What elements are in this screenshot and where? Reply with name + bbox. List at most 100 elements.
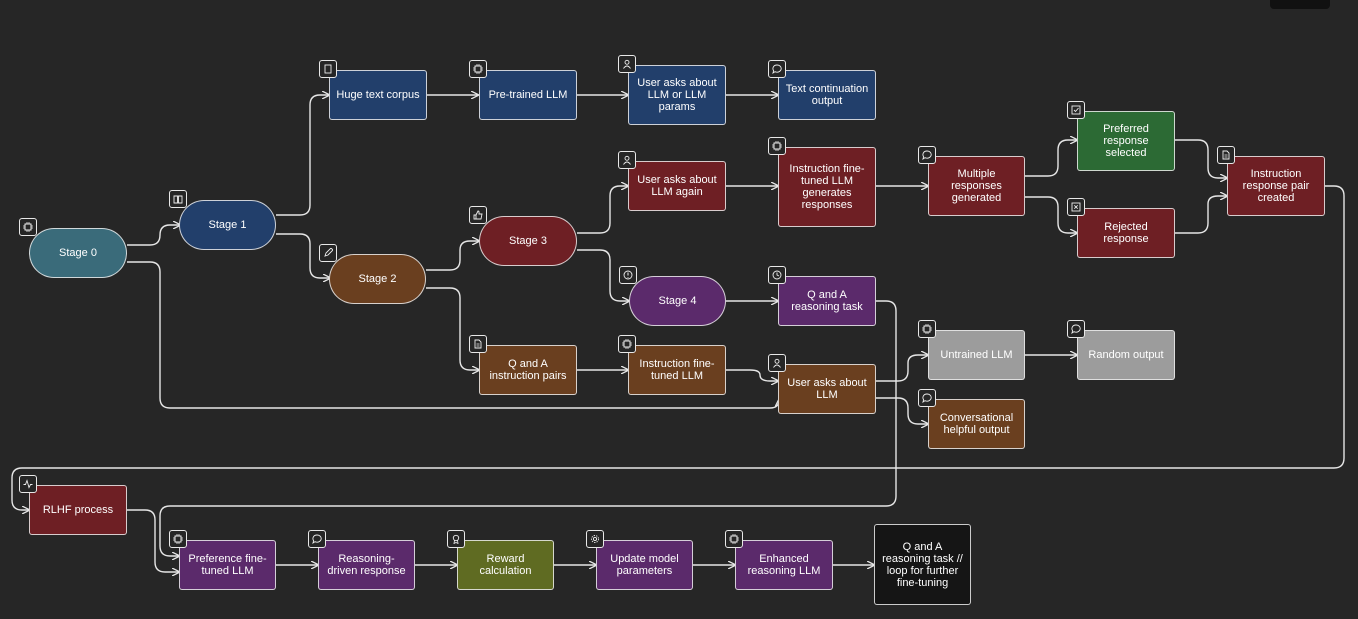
node-label: Preference fine-tuned LLM [188, 553, 267, 577]
node-label: Q and A reasoning task // loop for furth… [882, 540, 963, 589]
node-label: Instruction response pair created [1242, 168, 1310, 204]
node-label: Enhanced reasoning LLM [747, 553, 821, 577]
speech-bubble-icon [308, 530, 326, 548]
top-right-control[interactable] [1270, 0, 1330, 9]
user-asks-llm-node[interactable]: User asks about LLM [768, 354, 876, 414]
node-label: Reward calculation [479, 553, 532, 577]
node-label: Preferred response selected [1103, 123, 1149, 159]
user-icon [618, 151, 636, 169]
chip-icon [469, 60, 487, 78]
stage-2-node[interactable]: Stage 2 [319, 244, 426, 304]
user-asks-llm-again-node[interactable]: User asks about LLM again [618, 151, 726, 211]
chip-icon [618, 335, 636, 353]
rejected-response-node[interactable]: Rejected response [1067, 198, 1175, 258]
speech-bubble-icon [918, 389, 936, 407]
edge-stage3-userasksagain [577, 186, 628, 234]
edge-stage1-stage2 [276, 233, 330, 278]
edge-userasks-conversational [876, 397, 928, 424]
node-label: User asks about LLM or LLM params [637, 77, 717, 113]
chip-icon [918, 320, 936, 338]
preferred-response-node[interactable]: Preferred response selected [1067, 101, 1175, 171]
node-label: Update model parameters [610, 553, 679, 577]
node-label: Text continuation output [785, 83, 869, 107]
chip-icon [169, 530, 187, 548]
edge-stage2-stage3 [426, 241, 479, 271]
reasoning-driven-response-node[interactable]: Reasoning-driven response [308, 530, 415, 590]
node-label: Conversational helpful output [939, 412, 1014, 436]
stage-4-node[interactable]: Stage 4 [619, 266, 726, 326]
edge-userasks-untrained [876, 355, 928, 382]
node-label: Stage 1 [208, 219, 247, 231]
speech-bubble-icon [918, 146, 936, 164]
node-label: Stage 3 [509, 235, 547, 247]
speech-bubble-icon [768, 60, 786, 78]
file-icon [469, 335, 487, 353]
random-output-node[interactable]: Random output [1067, 320, 1175, 380]
node-label: User asks about LLM [787, 377, 867, 401]
untrained-llm-node[interactable]: Untrained LLM [918, 320, 1025, 380]
instruction-pair-created-node[interactable]: Instruction response pair created [1217, 146, 1325, 216]
edge-rejected-pair [1175, 196, 1227, 234]
instruction-ft-llm-node[interactable]: Instruction fine-tuned LLM [618, 335, 726, 395]
stage-3-node[interactable]: Stage 3 [469, 206, 577, 266]
qa-reasoning-task-node[interactable]: Q and A reasoning task [768, 266, 876, 326]
rlhf-process-node[interactable]: RLHF process [19, 475, 127, 535]
edge-stage2-qapairs [426, 287, 479, 370]
pencil-icon [319, 244, 337, 262]
text-continuation-output-node[interactable]: Text continuation output [768, 60, 876, 120]
user-icon [768, 354, 786, 372]
node-label: Reasoning-driven response [327, 553, 406, 577]
node-label: Pre-trained LLM [488, 89, 568, 101]
preference-ft-llm-node[interactable]: Preference fine-tuned LLM [169, 530, 276, 590]
gear-icon [586, 530, 604, 548]
node-label: Stage 4 [658, 295, 697, 307]
instruction-ft-generates-node[interactable]: Instruction fine-tuned LLM generates res… [768, 137, 876, 227]
node-label: Multiple responses generated [951, 168, 1002, 204]
speech-bubble-icon [1067, 320, 1085, 338]
edge-stage0-stage1 [127, 225, 180, 246]
thumbs-up-icon [469, 206, 487, 224]
edge-rlhf-preference [127, 509, 179, 572]
qa-instruction-pairs-node[interactable]: Q and A instruction pairs [469, 335, 577, 395]
clock-icon [768, 266, 786, 284]
node-label: Rejected response [1103, 221, 1149, 245]
update-model-parameters-node[interactable]: Update model parameters [586, 530, 693, 590]
huge-text-corpus-node[interactable]: Huge text corpus [319, 60, 427, 120]
award-icon [447, 530, 465, 548]
node-label: Huge text corpus [336, 89, 420, 101]
user-icon [618, 55, 636, 73]
edge-stage0-user-asks-llm [127, 261, 779, 409]
file-icon [1217, 146, 1235, 164]
edge-qareasoning-preference [159, 300, 897, 556]
edge-pair-rlhf [11, 185, 1345, 510]
edge-stage1-huge-text [276, 95, 329, 216]
multiple-responses-node[interactable]: Multiple responses generated [918, 146, 1025, 216]
node-label: Random output [1088, 349, 1164, 361]
edge-instrft-userasks [726, 369, 778, 381]
chip-icon [768, 137, 786, 155]
qa-loop-node[interactable]: Q and A reasoning task // loop for furth… [874, 524, 971, 605]
node-label: Q and A reasoning task [791, 289, 863, 313]
node-label: Instruction fine-tuned LLM [639, 358, 715, 382]
chip-icon [19, 218, 37, 236]
alert-icon [619, 266, 637, 284]
reward-calculation-node[interactable]: Reward calculation [447, 530, 554, 590]
enhanced-reasoning-llm-node[interactable]: Enhanced reasoning LLM [725, 530, 833, 590]
node-label: Q and A instruction pairs [489, 358, 567, 382]
document-icon [319, 60, 337, 78]
node-label: Instruction fine-tuned LLM generates res… [789, 163, 865, 211]
edge-stage3-stage4 [577, 249, 629, 301]
edge-preferred-pair [1175, 139, 1227, 178]
book-icon [169, 190, 187, 208]
node-label: Untrained LLM [940, 349, 1013, 361]
edge-multiple-rejected [1025, 196, 1077, 233]
pretrained-llm-node[interactable]: Pre-trained LLM [469, 60, 577, 120]
stage-0-node[interactable]: Stage 0 [19, 218, 127, 278]
pulse-icon [19, 475, 37, 493]
user-asks-llm-params-node[interactable]: User asks about LLM or LLM params [618, 55, 726, 125]
x-box-icon [1067, 198, 1085, 216]
node-label: RLHF process [42, 504, 114, 516]
stage-1-node[interactable]: Stage 1 [169, 190, 276, 250]
conversational-output-node[interactable]: Conversational helpful output [918, 389, 1025, 449]
